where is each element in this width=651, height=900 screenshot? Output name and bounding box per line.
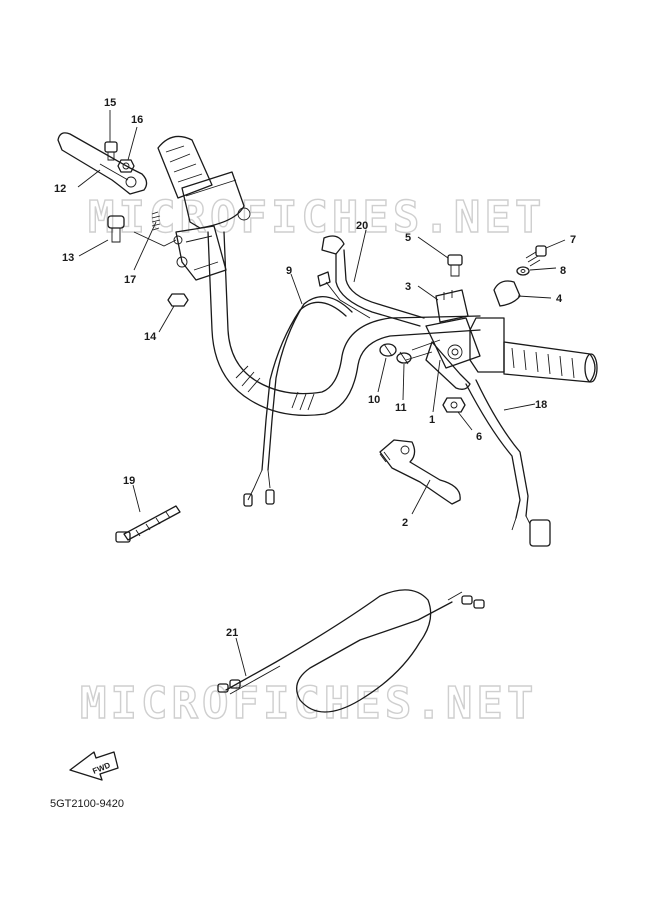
- callout-18: 18: [535, 399, 547, 411]
- watermark-top: MICROFICHES.NET: [88, 192, 545, 243]
- right-grip: [469, 317, 598, 383]
- fwd-arrow-icon: FWD: [69, 751, 119, 781]
- callout-12: 12: [54, 183, 66, 195]
- callout-14: 14: [144, 331, 157, 343]
- cable-18: [465, 379, 551, 547]
- callout-15: 15: [104, 97, 116, 109]
- wire-harness-20: [317, 235, 425, 327]
- wire-harness-9: [243, 296, 353, 507]
- watermark-bottom: MICROFICHES.NET: [80, 678, 537, 729]
- callout-3: 3: [405, 281, 411, 293]
- right-lever-holder: [405, 317, 481, 390]
- callout-16: 16: [131, 114, 143, 126]
- callout-20: 20: [356, 220, 368, 232]
- lever-2: [379, 439, 461, 505]
- left-lever: [57, 132, 148, 195]
- diagram-code: 5GT2100-9420: [50, 798, 124, 810]
- callout-1: 1: [429, 414, 435, 426]
- callouts: 15 16 12 13 17 14 9 20 5 7 8 3 4 10 11 1…: [54, 97, 576, 639]
- leader-lines: [77, 110, 566, 677]
- callout-10: 10: [368, 394, 380, 406]
- cable-tie-19: [115, 505, 181, 543]
- callout-11: 11: [395, 402, 407, 414]
- callout-6: 6: [476, 431, 482, 443]
- small-fasteners-left: [104, 141, 189, 307]
- callout-13: 13: [62, 252, 74, 264]
- wire-lead-21: [217, 589, 485, 713]
- callout-5: 5: [405, 232, 411, 244]
- callout-4: 4: [556, 293, 563, 305]
- callout-17: 17: [124, 274, 136, 286]
- callout-8: 8: [560, 265, 566, 277]
- handlebar-switches: [379, 343, 412, 365]
- callout-9: 9: [286, 265, 292, 277]
- left-lever-holder: [173, 225, 227, 281]
- callout-2: 2: [402, 517, 408, 529]
- callout-19: 19: [123, 475, 135, 487]
- callout-7: 7: [570, 234, 576, 246]
- callout-21: 21: [226, 627, 238, 639]
- handlebar: [207, 231, 481, 417]
- small-fasteners-right: [442, 245, 547, 413]
